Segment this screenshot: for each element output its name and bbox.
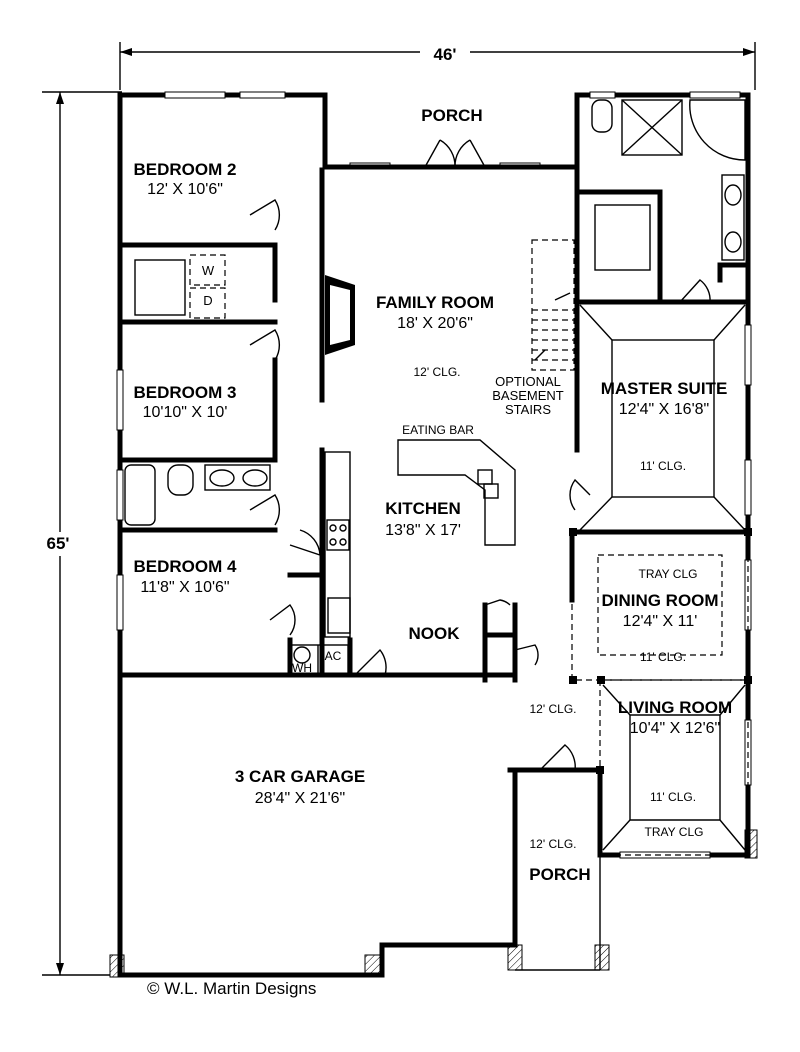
garage-name: 3 CAR GARAGE (235, 767, 365, 786)
copyright: © W.L. Martin Designs (147, 979, 316, 998)
washer-label: W (202, 263, 215, 278)
dining-room-name: DINING ROOM (601, 591, 718, 610)
bedroom3-size: 10'10" X 10' (143, 404, 228, 421)
bedroom4-size: 11'8" X 10'6" (140, 579, 229, 596)
fireplace (325, 275, 355, 355)
bedroom2-size: 12' X 10'6" (147, 181, 223, 198)
porch-top-label: PORCH (421, 106, 482, 125)
utility-closet: WH AC (289, 644, 349, 676)
stairs-note-line1: OPTIONAL (495, 374, 561, 389)
front-porch-ceiling: 12' CLG. (530, 837, 577, 851)
master-suite-ceiling: 11' CLG. (640, 459, 686, 473)
dryer-label: D (203, 293, 212, 308)
living-room-ceiling: 11' CLG. (650, 790, 696, 804)
family-room-size: 18' X 20'6" (397, 315, 473, 332)
water-heater-label: WH (292, 661, 312, 675)
depth-dimension: 65' (36, 91, 122, 976)
columns (569, 528, 752, 774)
living-tray-ceiling (599, 679, 749, 856)
door-swings (249, 199, 711, 771)
width-label: 46' (434, 45, 457, 64)
stairs-note-line2: BASEMENT (492, 388, 564, 403)
nook-name: NOOK (409, 624, 461, 643)
garage-size: 28'4" X 21'6" (255, 790, 345, 807)
master-suite-size: 12'4" X 16'8" (619, 401, 709, 418)
porch-french-doors[interactable] (424, 139, 486, 168)
hall-bath-fixtures (124, 464, 271, 526)
family-room-ceiling: 12' CLG. (414, 365, 461, 379)
master-tray-ceiling (579, 304, 746, 531)
bedroom3-name: BEDROOM 3 (134, 383, 237, 402)
width-dimension: 46' (119, 42, 756, 90)
basement-stairs (531, 239, 575, 371)
kitchen-name: KITCHEN (385, 499, 461, 518)
dining-tray-label: TRAY CLG (639, 567, 698, 581)
living-room-size: 10'4" X 12'6" (630, 720, 720, 737)
master-suite-name: MASTER SUITE (601, 379, 728, 398)
master-bath-fixtures (591, 99, 746, 271)
foyer-ceiling: 12' CLG. (530, 702, 577, 716)
family-room-name: FAMILY ROOM (376, 293, 494, 312)
front-porch-name: PORCH (529, 865, 590, 884)
living-tray-label: TRAY CLG (645, 825, 704, 839)
eating-bar-label: EATING BAR (402, 423, 474, 437)
depth-label: 65' (47, 534, 70, 553)
kitchen-size: 13'8" X 17' (385, 522, 461, 539)
ac-label: AC (325, 649, 342, 663)
kitchen-counters (324, 439, 516, 638)
bedroom4-name: BEDROOM 4 (134, 557, 238, 576)
living-room-name: LIVING ROOM (618, 698, 732, 717)
dining-room-size: 12'4" X 11' (623, 613, 698, 630)
corner-piers (109, 829, 758, 978)
stairs-note-line3: STAIRS (505, 402, 551, 417)
laundry-closet: W D (134, 254, 226, 319)
interior-walls (117, 92, 751, 683)
dining-room-ceiling: 11' CLG. (640, 650, 686, 664)
bedroom2-name: BEDROOM 2 (134, 160, 237, 179)
